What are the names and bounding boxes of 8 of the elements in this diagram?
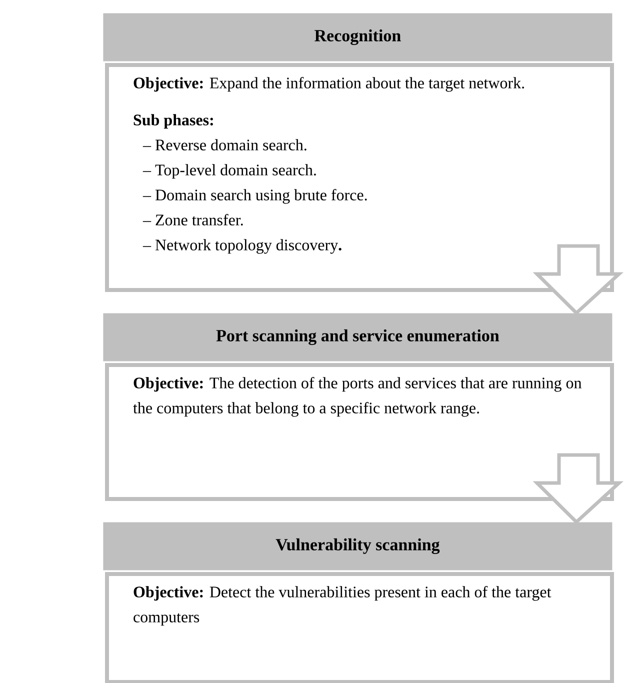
hollow-arrow	[532, 244, 624, 316]
phase-box: Objective: The detection of the ports and services that are running on the computers that belong to a specific network range.	[105, 363, 614, 501]
phase-header: Vulnerability scanning	[103, 522, 612, 570]
phase-header: Port scanning and service enumeration	[103, 313, 612, 362]
phase-box: Objective: Detect the vulnerabilities present in each of the target computers	[105, 572, 614, 683]
phase-box: Objective: Expand the information about the target network. Sub phases: – Reverse domain search. – Top-level domain search. – Domain search using brute force. – Zone transfer. – Network topology discovery.	[105, 63, 614, 292]
phase-header: Recognition	[103, 13, 612, 62]
hollow-arrow	[532, 453, 624, 524]
